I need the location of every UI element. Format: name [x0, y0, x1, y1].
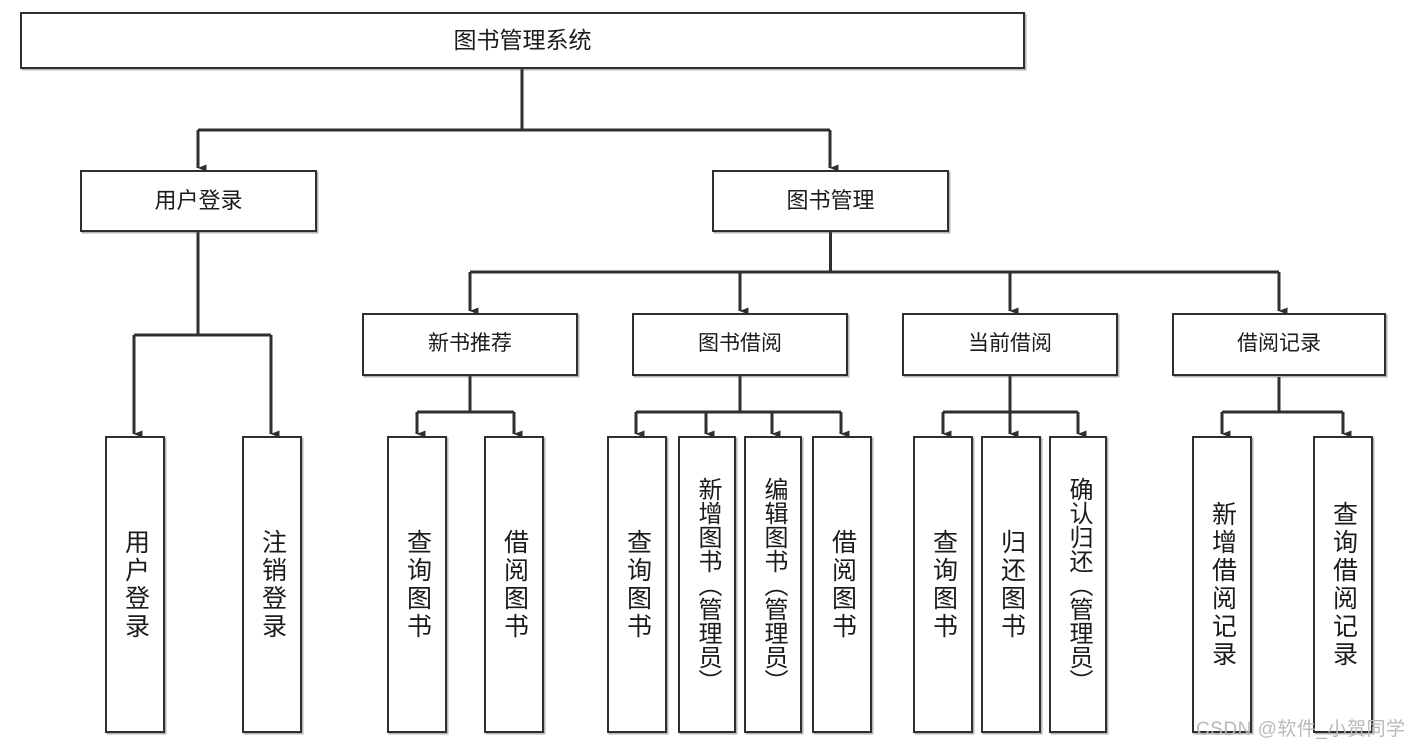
- node-leaf-query-book-2-label: 查询图书: [623, 528, 652, 641]
- node-leaf-confirm-return-label: 确认归还（管理员）: [1065, 476, 1092, 693]
- node-root-图书管理系统[interactable]: 图书管理系统: [20, 12, 1025, 69]
- node-leaf-query-book-1-label: 查询图书: [403, 528, 432, 641]
- connector-lines: [132, 69, 1352, 438]
- node-leaf-logout[interactable]: 注销登录: [242, 436, 302, 733]
- node-leaf-query-book-3[interactable]: 查询图书: [913, 436, 973, 733]
- node-leaf-user-login-label: 用户登录: [121, 528, 150, 641]
- node-leaf-query-book-2[interactable]: 查询图书: [607, 436, 667, 733]
- node-leaf-edit-book-label: 编辑图书（管理员）: [760, 476, 787, 693]
- node-leaf-logout-label: 注销登录: [258, 528, 287, 641]
- node-leaf-query-book-1[interactable]: 查询图书: [387, 436, 447, 733]
- node-leaf-edit-book[interactable]: 编辑图书（管理员）: [744, 436, 802, 733]
- node-leaf-return-book[interactable]: 归还图书: [981, 436, 1041, 733]
- node-book-borrow-label: 图书借阅: [698, 332, 782, 356]
- node-leaf-borrow-book-2-label: 借阅图书: [828, 528, 857, 641]
- node-leaf-return-book-label: 归还图书: [997, 528, 1026, 641]
- node-new-book-recommend[interactable]: 新书推荐: [362, 313, 578, 376]
- node-leaf-borrow-book-2[interactable]: 借阅图书: [812, 436, 872, 733]
- node-leaf-add-record[interactable]: 新增借阅记录: [1192, 436, 1252, 733]
- node-leaf-borrow-book-1-label: 借阅图书: [500, 528, 529, 641]
- node-leaf-query-record-label: 查询借阅记录: [1329, 500, 1358, 669]
- node-book-borrow[interactable]: 图书借阅: [632, 313, 848, 376]
- node-root-图书管理系统-label: 图书管理系统: [453, 26, 592, 53]
- node-current-borrow[interactable]: 当前借阅: [902, 313, 1118, 376]
- node-borrow-record[interactable]: 借阅记录: [1172, 313, 1386, 376]
- node-leaf-add-book-label: 新增图书（管理员）: [694, 476, 721, 693]
- node-borrow-record-label: 借阅记录: [1237, 332, 1321, 356]
- node-leaf-user-login[interactable]: 用户登录: [105, 436, 165, 733]
- node-new-book-recommend-label: 新书推荐: [428, 332, 512, 356]
- node-user-login-label: 用户登录: [154, 188, 243, 214]
- node-leaf-add-book[interactable]: 新增图书（管理员）: [678, 436, 736, 733]
- node-user-login[interactable]: 用户登录: [80, 170, 317, 232]
- node-leaf-confirm-return[interactable]: 确认归还（管理员）: [1049, 436, 1107, 733]
- node-book-manage[interactable]: 图书管理: [712, 170, 949, 232]
- node-leaf-query-book-3-label: 查询图书: [929, 528, 958, 641]
- node-leaf-borrow-book-1[interactable]: 借阅图书: [484, 436, 544, 733]
- node-book-manage-label: 图书管理: [786, 188, 875, 214]
- node-current-borrow-label: 当前借阅: [968, 332, 1052, 356]
- node-leaf-add-record-label: 新增借阅记录: [1208, 500, 1237, 669]
- node-leaf-query-record[interactable]: 查询借阅记录: [1313, 436, 1373, 733]
